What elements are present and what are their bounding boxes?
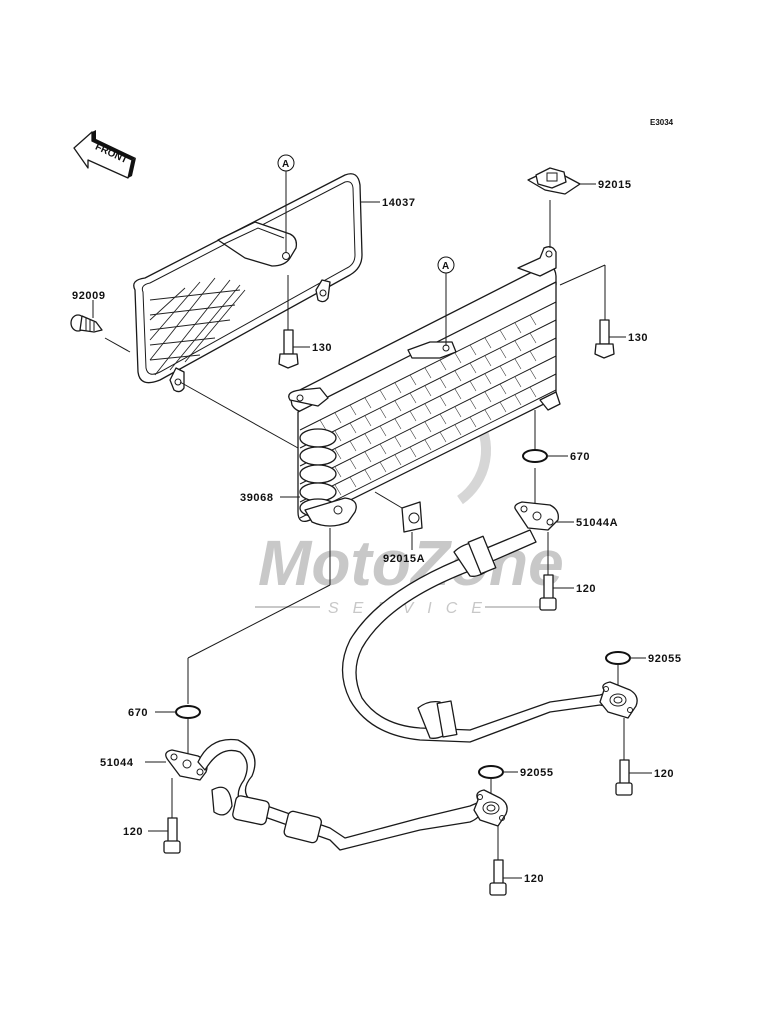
callout-130-left: 130 xyxy=(312,342,332,354)
svg-text:A: A xyxy=(442,261,449,272)
callout-120-lower: 120 xyxy=(524,873,544,885)
nut-92015A xyxy=(401,501,423,533)
front-arrow-icon: FRONT xyxy=(73,130,136,179)
callout-120-upper: 120 xyxy=(576,583,596,595)
diagram-code: E3034 xyxy=(650,118,674,127)
bolt-120-lower xyxy=(489,826,507,896)
oil-cooler-39068 xyxy=(288,246,561,527)
callout-120-left: 120 xyxy=(123,826,143,838)
svg-text:A: A xyxy=(282,159,289,170)
bolt-130-right xyxy=(594,319,615,359)
oring-670-upper xyxy=(522,449,548,463)
callout-51044: 51044 xyxy=(100,757,134,769)
bolt-120-upper xyxy=(539,532,557,611)
callout-14037: 14037 xyxy=(382,197,416,209)
callout-670-upper: 670 xyxy=(570,451,590,463)
oring-92055-right xyxy=(605,651,631,665)
callout-130-right: 130 xyxy=(628,332,648,344)
bolt-130-left xyxy=(278,275,299,369)
cooler-tubes xyxy=(299,301,557,519)
flange-lower xyxy=(473,789,508,827)
oring-670-lower xyxy=(175,705,201,719)
callout-92009: 92009 xyxy=(72,290,106,302)
callout-120-right: 120 xyxy=(654,768,674,780)
bolt-120-right xyxy=(615,718,633,796)
callout-92055-lower: 92055 xyxy=(520,767,554,779)
reference-mark-a-lower: A xyxy=(437,256,455,346)
flange-right xyxy=(599,681,638,719)
screw-92009 xyxy=(70,314,103,333)
callout-92015: 92015 xyxy=(598,179,632,191)
pipe-51044 xyxy=(165,738,485,851)
bolt-120-left xyxy=(163,778,181,854)
callout-670-lower: 670 xyxy=(128,707,148,719)
cooler-end-coils xyxy=(299,428,337,518)
reference-mark-a-upper: A xyxy=(277,154,295,253)
callout-92015A: 92015A xyxy=(383,553,425,565)
oring-92055-lower xyxy=(478,765,504,779)
clip-92015 xyxy=(527,167,581,195)
callout-92055-right: 92055 xyxy=(648,653,682,665)
mesh-grille xyxy=(149,277,246,376)
callout-39068: 39068 xyxy=(240,492,274,504)
watermark-sub: SERVICE xyxy=(328,600,496,617)
guard-bracket-14037 xyxy=(133,173,363,393)
callout-51044A: 51044A xyxy=(576,517,618,529)
